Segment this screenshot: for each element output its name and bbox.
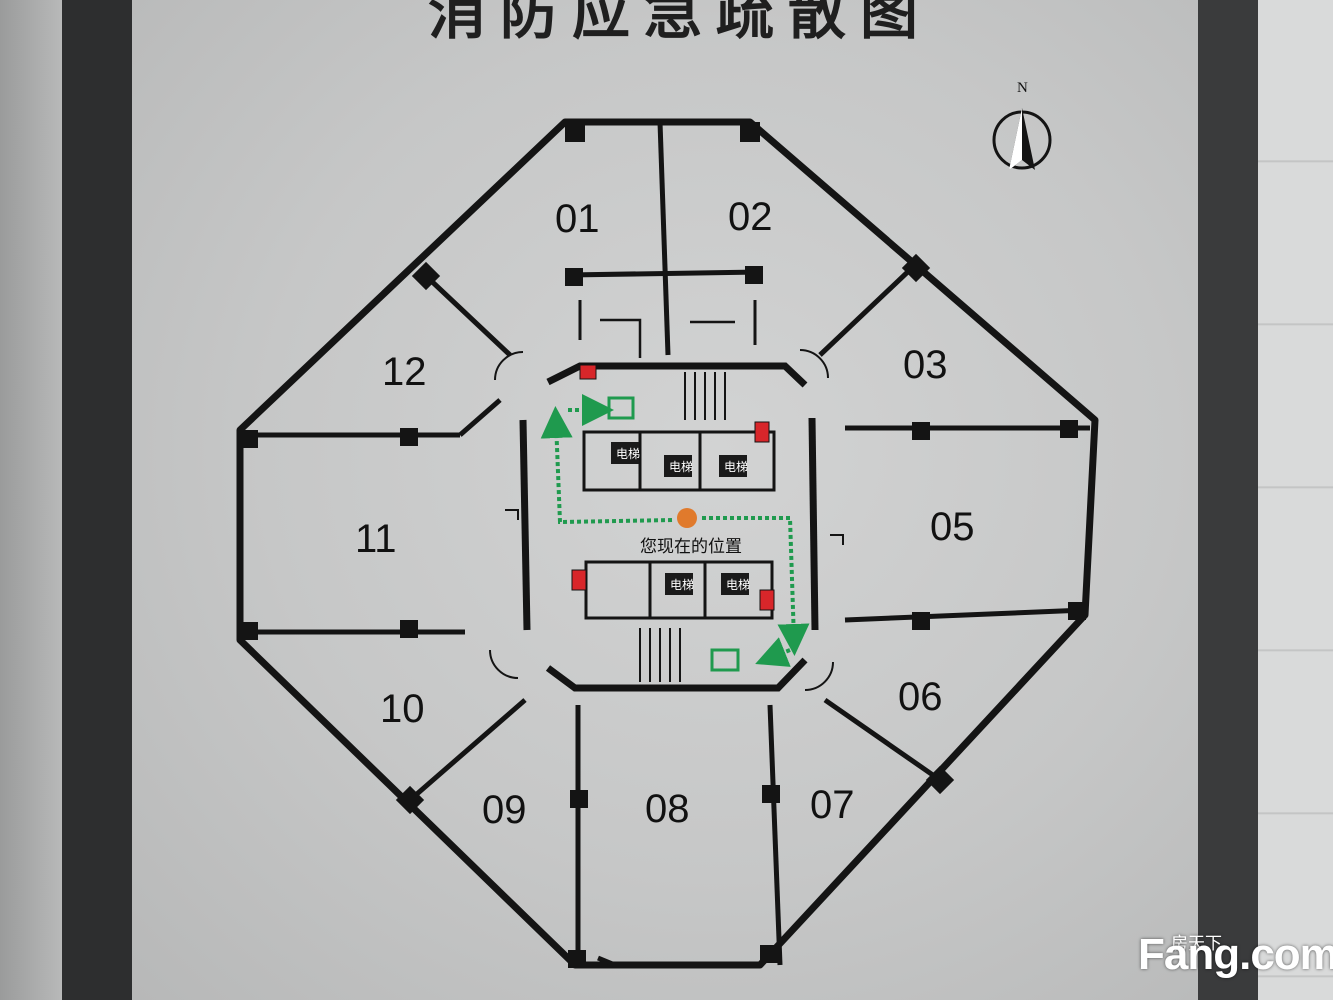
hydrant-icon [754,421,770,443]
left-wall [0,0,62,1000]
room-number: 03 [903,343,948,387]
elevator-label: 电梯 [616,447,640,461]
elevator-cars [611,442,749,595]
watermark-brand-cn: 房天下 [1171,934,1222,954]
north-label: N [1017,80,1028,96]
room-number: 07 [810,783,855,827]
exit-sign-icons [607,396,740,672]
room-number: 02 [728,195,773,239]
room-number: 11 [355,517,397,561]
sign-title: 消防应急疏散图 [427,0,932,47]
exit-sign-icon [710,648,740,672]
north-compass-icon: N [992,80,1052,170]
sign-frame-right [1198,0,1258,1000]
you-are-here-label: 您现在的位置 [640,537,742,557]
elevator-label: 电梯 [670,578,694,592]
room-number: 12 [382,350,427,394]
elevator-label: 电梯 [726,578,750,592]
hydrant-icon [759,589,775,611]
room-number: 10 [380,687,425,731]
room-number: 05 [930,505,975,549]
hydrant-icon [571,569,587,591]
room-number: 06 [898,675,943,719]
building-outline [236,118,1099,969]
partition-walls [240,121,1090,968]
exit-sign-icon [607,396,635,420]
elevator-label: 电梯 [724,460,748,474]
you-are-here-marker [677,508,697,528]
structural-columns [240,122,1086,968]
evacuation-route [540,394,810,667]
right-wall [1258,0,1333,1000]
fire-hydrant-icons [571,364,775,611]
watermark-brand: Fang.com [1138,930,1333,979]
building-core [489,300,844,692]
hydrant-icon [579,364,597,380]
sign-frame-left [62,0,132,1000]
room-number: 09 [482,788,527,832]
room-number: 01 [555,197,600,241]
room-number: 08 [645,787,690,831]
elevator-label: 电梯 [669,460,693,474]
